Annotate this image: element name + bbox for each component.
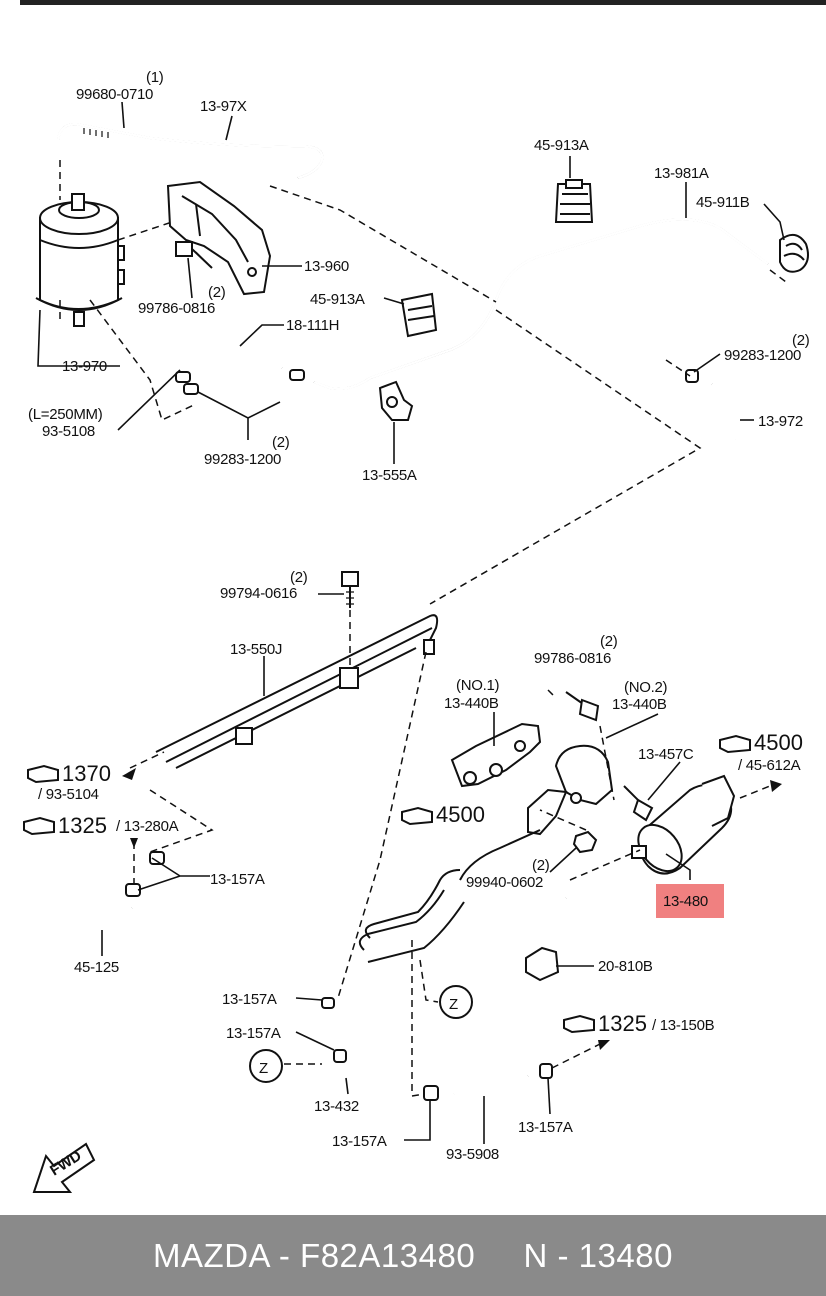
label: 93-5108	[42, 423, 95, 440]
nut-99940	[572, 830, 598, 854]
bolt-13-457c	[623, 785, 654, 822]
footer-part-number: MAZDA - F82A13480 N - 13480	[153, 1237, 673, 1274]
ref-1325b: 1325	[598, 1011, 647, 1036]
bolt-99786-mid	[565, 691, 600, 722]
label: 13-157A	[226, 1025, 281, 1042]
fuel-lines-lower	[358, 829, 569, 966]
label: 13-157A	[518, 1119, 573, 1136]
label: 13-972	[758, 413, 803, 430]
hand-icon-4500-right	[719, 734, 751, 754]
clip-45-913a-top	[554, 179, 594, 223]
bolt-99786-top	[175, 241, 213, 269]
clip-45-913a-mid	[400, 292, 438, 338]
clip-45-911b	[779, 233, 809, 273]
label: (2)	[792, 332, 810, 349]
hose-45-125	[65, 851, 165, 930]
label: 45-913A	[534, 137, 589, 154]
label: 45-125	[74, 959, 119, 976]
label: (L=250MM)	[28, 406, 103, 423]
label: 13-440B	[612, 696, 667, 713]
label: 13-432	[314, 1098, 359, 1115]
canister-13-970	[35, 193, 125, 327]
label: (2)	[600, 633, 618, 650]
label: 99283-1200	[204, 451, 281, 468]
hose-93-5908	[423, 1063, 553, 1101]
label: / 45-612A	[738, 757, 801, 774]
hose-13-432	[316, 997, 367, 1089]
label: 99794-0616	[220, 585, 297, 602]
label: 13-555A	[362, 467, 417, 484]
label: 13-440B	[444, 695, 499, 712]
label: 13-157A	[210, 871, 265, 888]
hose-18-111h	[164, 333, 305, 395]
label: 99786-0816	[534, 650, 611, 667]
label-z: Z	[259, 1060, 268, 1077]
hose-13-97x	[56, 122, 324, 180]
pipe-13-550j	[155, 614, 439, 769]
ref-circle-z1	[439, 985, 473, 1019]
label: 99940-0602	[466, 874, 543, 891]
ref-circle-z2	[249, 1049, 283, 1083]
label: 13-457C	[638, 746, 694, 763]
hand-icon-1370	[27, 764, 59, 784]
top-border	[20, 0, 826, 5]
label: (2)	[290, 569, 308, 586]
label: / 93-5104	[38, 786, 99, 803]
ref-1325: 1325	[58, 813, 107, 838]
leader-lines	[37, 101, 785, 1144]
label-highlight: 13-480	[663, 893, 708, 910]
fuel-filter-13-480	[631, 774, 736, 875]
ref-1370: 1370	[62, 761, 111, 786]
label: 13-981A	[654, 165, 709, 182]
label: (2)	[532, 857, 550, 874]
label: (2)	[272, 434, 290, 451]
label-z: Z	[449, 996, 458, 1013]
label: 20-810B	[598, 958, 653, 975]
label: 13-157A	[222, 991, 277, 1008]
label: (2)	[208, 284, 226, 301]
bracket-13-440b-no1	[450, 722, 542, 788]
hand-icon-1325b	[563, 1014, 595, 1034]
hand-icon-1325	[23, 816, 55, 836]
ref-4500-right: 4500	[754, 730, 803, 755]
label: 13-550J	[230, 641, 282, 658]
label: / 13-280A	[116, 818, 179, 835]
label: (NO.1)	[456, 677, 500, 694]
ref-4500-mid: 4500	[436, 802, 485, 827]
label: 93-5908	[446, 1146, 499, 1163]
footer-bar: MAZDA - F82A13480 N - 13480	[0, 1215, 826, 1296]
fwd-arrow-icon	[32, 1142, 96, 1193]
label: 99680-0710	[76, 86, 153, 103]
bracket-13-960	[166, 180, 272, 296]
label: 99283-1200	[724, 347, 801, 364]
pipe-13-981a	[313, 218, 769, 391]
label: 13-97X	[200, 98, 247, 115]
label: (1)	[146, 69, 164, 86]
label: 13-157A	[332, 1133, 387, 1150]
highlight-box-13-480	[656, 884, 724, 918]
label: 45-911B	[696, 194, 750, 211]
bolt-99794	[341, 571, 359, 608]
part-labels: (1) 99680-0710 13-97X 45-913A 13-981A 45…	[28, 69, 810, 1179]
parts-diagram: (1) 99680-0710 13-97X 45-913A 13-981A 45…	[23, 69, 810, 1193]
hand-icon-4500-mid	[401, 806, 433, 826]
clip-20-810b	[525, 946, 560, 982]
label: 99786-0816	[138, 300, 215, 317]
label: 45-913A	[310, 291, 365, 308]
label: / 13-150B	[652, 1017, 715, 1034]
label: 13-960	[304, 258, 349, 275]
dashed-connections	[59, 160, 787, 1097]
clamp-13-555a	[378, 380, 414, 421]
label: (NO.2)	[624, 679, 668, 696]
hand-pointer-icons	[23, 734, 751, 1034]
hose-13-972	[685, 369, 742, 441]
label: 13-970	[62, 358, 107, 375]
bracket-13-440b-no2	[527, 744, 614, 836]
label: 18-111H	[286, 317, 339, 334]
arrow-markers	[122, 768, 782, 1050]
